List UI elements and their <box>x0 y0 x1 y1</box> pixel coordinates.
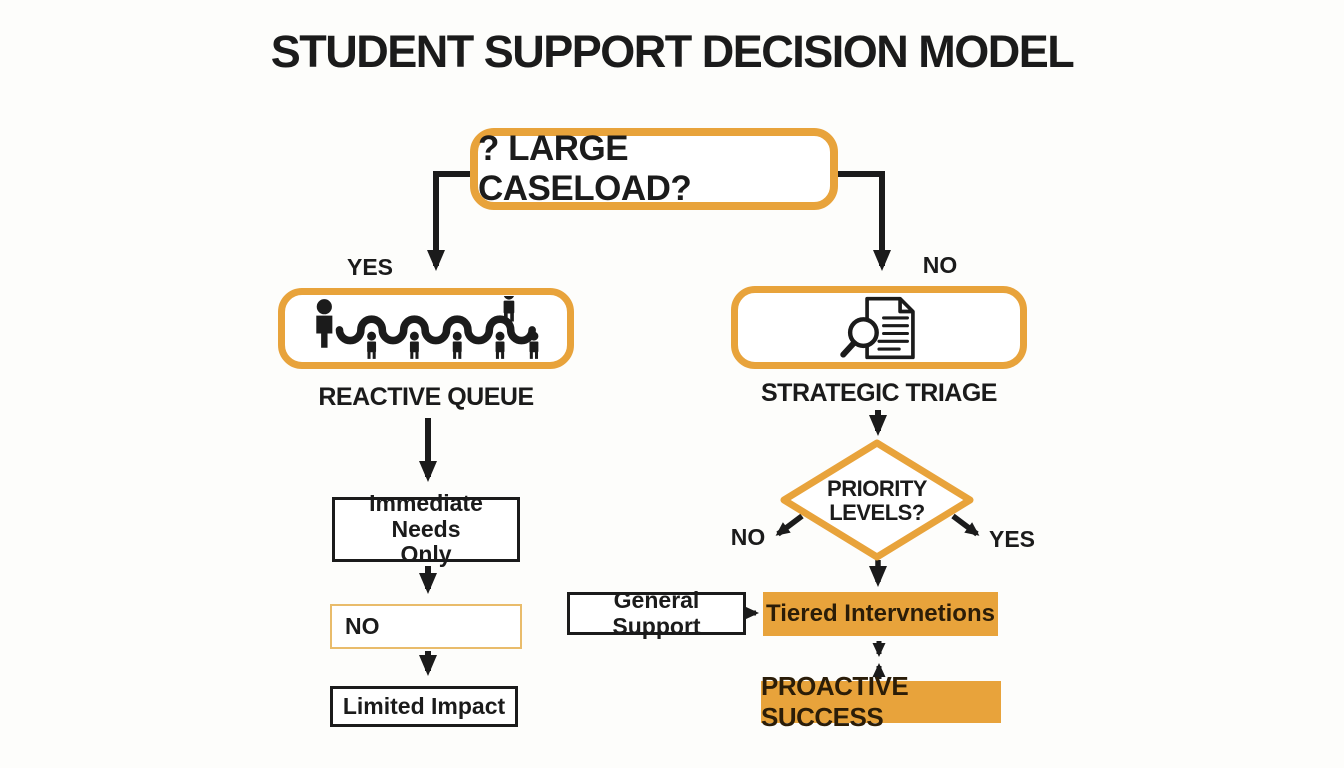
general-support-box: General Support <box>567 587 746 638</box>
root-decision-box: ? LARGE CASELOAD? <box>470 128 838 210</box>
reactive-queue-box <box>278 288 574 369</box>
strategic-triage-box <box>731 286 1027 369</box>
no-branch-label: NO <box>922 252 958 278</box>
tiered-interventions-box: Tiered Intervnetions <box>763 592 998 636</box>
yes-branch-label: YES <box>346 254 394 280</box>
document-search-icon <box>840 296 915 359</box>
queue-of-people-icon <box>316 295 539 359</box>
page-title: STUDENT SUPPORT DECISION MODEL <box>270 26 1075 77</box>
strategic-triage-caption: STRATEGIC TRIAGE <box>761 379 997 407</box>
immediate-needs-label: Immediate Needs Only <box>369 489 483 568</box>
priority-levels-label: PRIORITY LEVELS? <box>827 476 927 525</box>
priority-no-label: NO <box>730 524 766 550</box>
limited-impact-box: Limited Impact <box>330 686 518 727</box>
limited-impact-label: Limited Impact <box>342 692 506 719</box>
tiered-interventions-label: Tiered Intervnetions <box>766 600 995 627</box>
arrow-yes-branch <box>427 171 470 271</box>
no-outcome-box: NO <box>330 604 522 649</box>
immediate-needs-box: Immediate Needs Only <box>332 490 520 567</box>
proactive-success-box: PROACTIVE SUCCESS <box>761 671 1001 732</box>
priority-diamond-shape <box>780 439 974 561</box>
no-outcome-label: NO <box>345 612 380 639</box>
priority-yes-label: YES <box>988 526 1036 552</box>
reactive-queue-caption: REACTIVE QUEUE <box>318 383 534 411</box>
arrow-no-branch <box>838 171 891 271</box>
general-support-label: General Support <box>612 586 701 639</box>
root-decision-label: ? LARGE CASELOAD? <box>478 129 692 208</box>
proactive-success-label: PROACTIVE SUCCESS <box>761 671 909 732</box>
